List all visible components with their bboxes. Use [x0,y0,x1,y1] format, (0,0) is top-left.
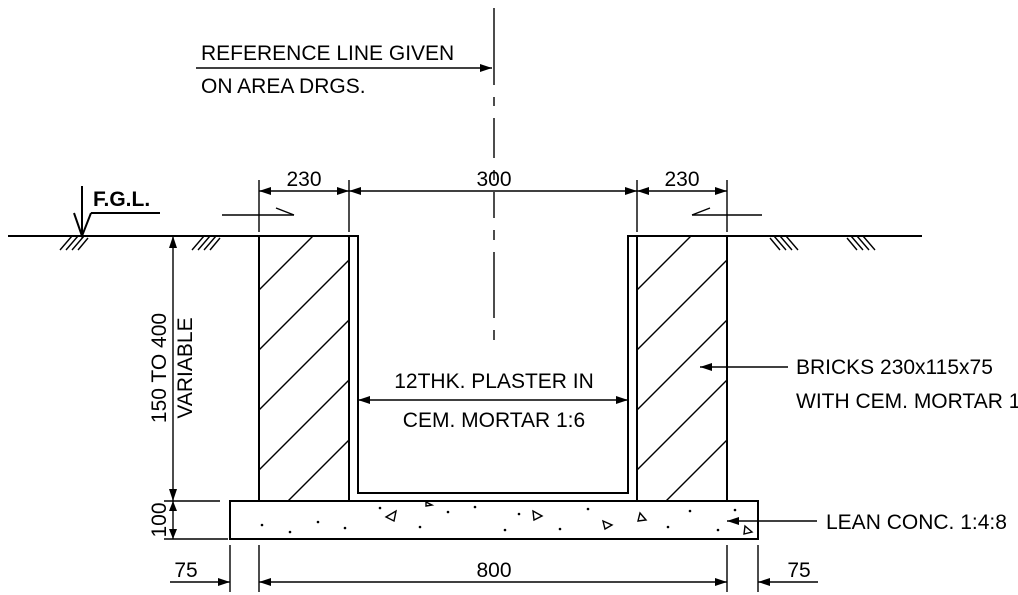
reference-note: REFERENCE LINE GIVEN ON AREA DRGS. [196,42,492,98]
ground-hatch-marks [58,235,876,251]
lean-concrete-base [229,500,759,540]
plaster-lining [349,235,637,494]
dim-right-offset: 75 [787,559,810,582]
reference-note-line2: ON AREA DRGS. [201,75,366,98]
bricks-note-line1: BRICKS 230x115x75 [796,356,993,379]
plaster-note-line1: 12THK. PLASTER IN [394,370,594,393]
top-dimension-chain: 230 300 230 [258,168,728,232]
lean-concrete-note: LEAN CONC. 1:4:8 [727,511,1007,534]
left-brick-wall [258,235,350,502]
fgl-marker: F.G.L. [73,186,160,239]
section-cut-arrows [222,207,762,216]
lean-concrete-note-text: LEAN CONC. 1:4:8 [826,511,1007,534]
plaster-note-line2: CEM. MORTAR 1:6 [403,409,585,432]
bricks-note: BRICKS 230x115x75 WITH CEM. MORTAR 1:4 [700,356,1018,413]
dim-left-wall: 230 [286,168,321,191]
bottom-dimension-chain: 75 800 75 [170,545,818,592]
dim-right-wall: 230 [664,168,699,191]
dim-base-thickness: 100 [148,502,171,537]
dim-base-width: 800 [476,559,511,582]
right-brick-wall [636,235,728,502]
bricks-note-line2: WITH CEM. MORTAR 1:4 [796,390,1018,413]
reference-note-line1: REFERENCE LINE GIVEN [201,42,454,65]
plaster-note: 12THK. PLASTER IN CEM. MORTAR 1:6 [358,370,628,432]
fgl-label: F.G.L. [93,188,150,211]
dim-depth-line2: VARIABLE [174,317,197,418]
base-thickness-dimension: 100 [148,501,228,540]
dim-depth-line1: 150 TO 400 [148,313,171,423]
depth-dimension: 150 TO 400 VARIABLE [148,235,228,502]
dim-channel: 300 [476,168,511,191]
dim-left-offset: 75 [174,559,197,582]
